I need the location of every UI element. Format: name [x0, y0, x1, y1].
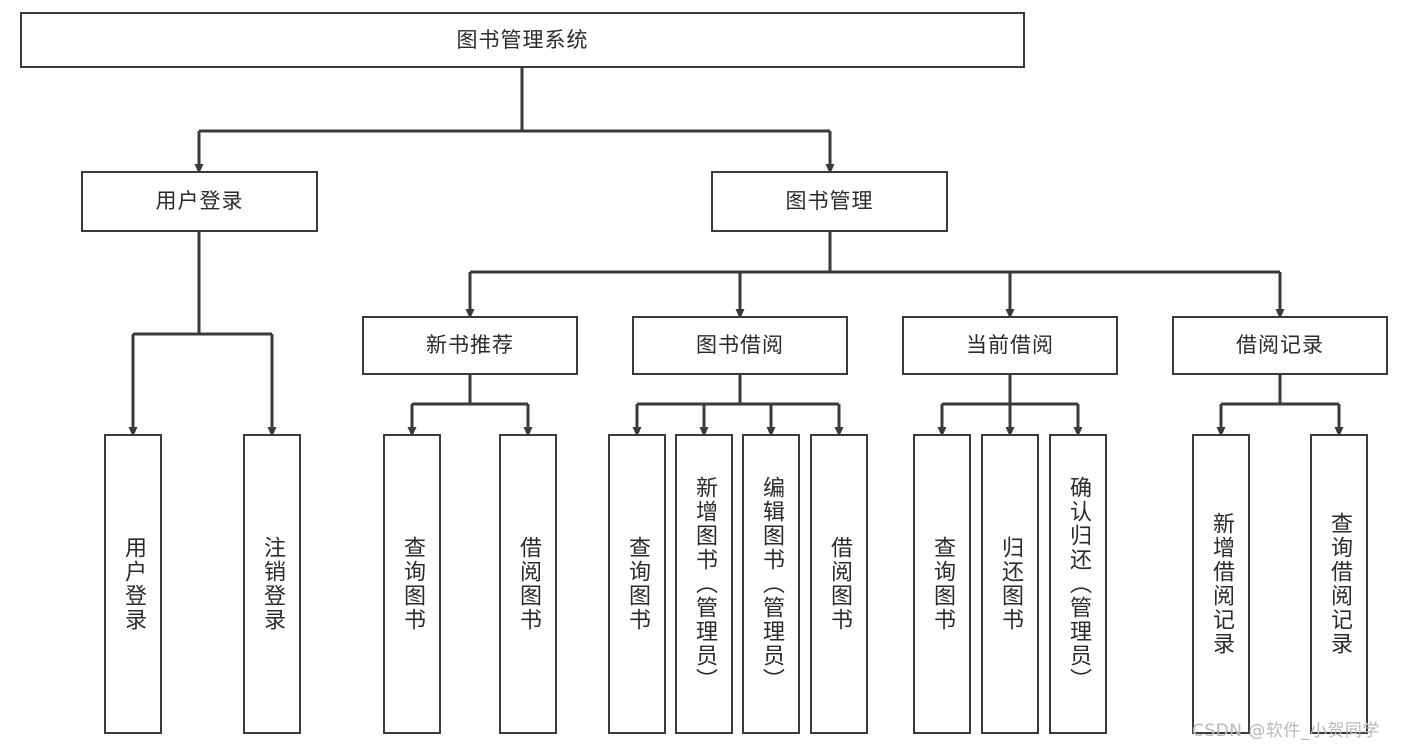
node-leaf-query-borrow-record-label: 查询借阅记录	[1327, 512, 1352, 656]
node-leaf-add-book[interactable]: 新增图书（管理员）	[675, 434, 733, 734]
node-leaf-query-book-1[interactable]: 查询图书	[383, 434, 441, 734]
node-leaf-edit-book[interactable]: 编辑图书（管理员）	[742, 434, 800, 734]
node-borrow-record[interactable]: 借阅记录	[1172, 316, 1388, 375]
node-leaf-borrow-book-1-label: 借阅图书	[516, 536, 541, 632]
node-book-borrow[interactable]: 图书借阅	[632, 316, 848, 375]
watermark: CSDN @软件_小贺同学	[1192, 721, 1380, 741]
node-user-login[interactable]: 用户登录	[81, 171, 318, 232]
node-leaf-query-book-1-label: 查询图书	[400, 536, 425, 632]
node-user-login-label: 用户登录	[155, 189, 244, 214]
node-leaf-return-book-label: 归还图书	[998, 536, 1023, 632]
node-leaf-borrow-book-2[interactable]: 借阅图书	[810, 434, 868, 734]
node-book-borrow-label: 图书借阅	[696, 333, 784, 358]
node-book-management[interactable]: 图书管理	[711, 171, 948, 232]
node-leaf-user-login-label: 用户登录	[121, 536, 146, 632]
node-leaf-add-borrow-record-label: 新增借阅记录	[1209, 512, 1234, 656]
node-leaf-add-borrow-record[interactable]: 新增借阅记录	[1192, 434, 1250, 734]
node-leaf-query-book-2[interactable]: 查询图书	[608, 434, 666, 734]
node-leaf-borrow-book-2-label: 借阅图书	[827, 536, 852, 632]
node-leaf-borrow-book-1[interactable]: 借阅图书	[499, 434, 557, 734]
node-leaf-query-book-3[interactable]: 查询图书	[913, 434, 971, 734]
node-book-management-label: 图书管理	[785, 189, 874, 214]
node-leaf-query-borrow-record[interactable]: 查询借阅记录	[1310, 434, 1368, 734]
node-leaf-return-book[interactable]: 归还图书	[981, 434, 1039, 734]
node-leaf-confirm-return-label: 确认归还（管理员）	[1066, 476, 1091, 692]
node-borrow-record-label: 借阅记录	[1236, 333, 1324, 358]
node-current-borrow[interactable]: 当前借阅	[902, 316, 1118, 375]
node-leaf-logout-login-label: 注销登录	[260, 536, 285, 632]
node-leaf-edit-book-label: 编辑图书（管理员）	[759, 476, 784, 692]
node-current-borrow-label: 当前借阅	[966, 333, 1054, 358]
node-leaf-add-book-label: 新增图书（管理员）	[692, 476, 717, 692]
node-root-label: 图书管理系统	[456, 27, 589, 52]
node-leaf-user-login[interactable]: 用户登录	[104, 434, 162, 734]
node-leaf-query-book-2-label: 查询图书	[625, 536, 650, 632]
node-leaf-query-book-3-label: 查询图书	[930, 536, 955, 632]
node-leaf-confirm-return[interactable]: 确认归还（管理员）	[1049, 434, 1107, 734]
node-new-book-recommend-label: 新书推荐	[426, 333, 514, 358]
node-root[interactable]: 图书管理系统	[20, 12, 1025, 68]
node-new-book-recommend[interactable]: 新书推荐	[362, 316, 578, 375]
node-leaf-logout-login[interactable]: 注销登录	[243, 434, 301, 734]
